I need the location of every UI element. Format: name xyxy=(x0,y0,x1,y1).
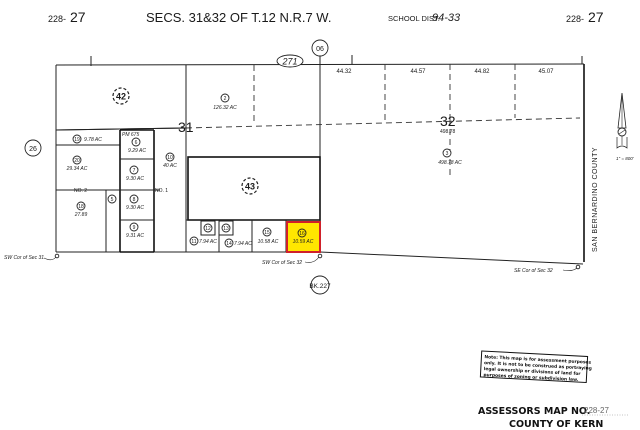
lot-3-acres: 44.82 xyxy=(474,69,490,75)
svg-text:only. It is not to be construe: only. It is not to be construed as portr… xyxy=(484,360,592,372)
svg-text:5: 5 xyxy=(111,197,114,203)
map-title: SECS. 31&32 OF T.12 N.R.7 W. xyxy=(146,10,331,25)
no-1-label: NO. 1 xyxy=(155,188,168,194)
svg-text:3: 3 xyxy=(446,151,449,157)
svg-text:10: 10 xyxy=(167,155,173,161)
svg-text:7: 7 xyxy=(133,168,136,174)
north-page-circle xyxy=(311,39,329,57)
lot-4-acres: 45.07 xyxy=(538,69,554,75)
svg-text:20: 20 xyxy=(74,158,80,164)
svg-text:purposes of zoning or subdivis: purposes of zoning or subdivision law. xyxy=(483,372,579,383)
no-2-label: NO. 2 xyxy=(74,188,87,194)
parcel-3[interactable]: 3 498.78 AC xyxy=(438,148,462,166)
west-page-ref[interactable]: 26 xyxy=(29,146,37,153)
header: 228- 27 SECS. 31&32 OF T.12 N.R.7 W. SCH… xyxy=(48,9,604,25)
section-32-acres: 498.78 xyxy=(440,129,456,135)
parcel-10[interactable]: 10 40 AC xyxy=(163,152,177,169)
parcel-8[interactable]: 8 9.30 AC xyxy=(126,194,144,211)
parcel-13[interactable]: 13 xyxy=(221,223,231,233)
svg-text:15: 15 xyxy=(264,230,270,236)
map-number-left-prefix: 228- xyxy=(48,14,66,24)
road-ellipse xyxy=(276,54,304,68)
parcel-map-label: PM 675 xyxy=(122,132,139,138)
svg-text:10.58 AC: 10.58 AC xyxy=(258,239,279,245)
svg-text:16: 16 xyxy=(299,231,305,237)
svg-text:43: 43 xyxy=(245,182,255,192)
parcel-5[interactable]: 5 xyxy=(107,194,117,204)
county-name: COUNTY OF KERN xyxy=(509,419,603,430)
school-district-value: 94-33 xyxy=(432,12,461,24)
svg-text:6: 6 xyxy=(135,140,138,146)
parcel-2[interactable]: 2 126.32 AC xyxy=(213,93,237,111)
svg-text:8: 8 xyxy=(133,197,136,203)
parcel-18[interactable]: 18 27.89 xyxy=(74,201,88,218)
corner-labels: SW Cor of Sec 31 SW Cor of Sec 32 SE Cor… xyxy=(4,253,581,274)
parcel-43[interactable]: 43 xyxy=(241,177,259,195)
svg-text:40 AC: 40 AC xyxy=(163,163,177,169)
svg-text:Note: This map is for assessme: Note: This map is for assessment purpose… xyxy=(484,354,591,366)
svg-text:29.34 AC: 29.34 AC xyxy=(66,166,88,172)
svg-text:7.94 AC: 7.94 AC xyxy=(234,241,252,247)
svg-text:18: 18 xyxy=(78,204,84,210)
parcel-15[interactable]: 15 10.58 AC xyxy=(258,227,279,245)
svg-text:9.30 AC: 9.30 AC xyxy=(126,176,144,182)
svg-text:7.94 AC: 7.94 AC xyxy=(199,239,217,245)
lot-1-acres: 44.32 xyxy=(336,69,352,75)
parcel-6[interactable]: PM 675 6 9.29 AC xyxy=(122,132,146,154)
parcel-9[interactable]: 9 9.31 AC xyxy=(126,222,144,239)
se-corner-sec-32: SE Cor of Sec 32 xyxy=(514,268,553,274)
map-number-left-suffix: 27 xyxy=(70,9,86,25)
scale-label: 1" = 800' xyxy=(616,156,634,161)
disclaimer-note: Note: This map is for assessment purpose… xyxy=(479,350,592,383)
map-number-right-prefix: 228- xyxy=(566,14,584,24)
sw-corner-sec-32: SW Cor of Sec 32 xyxy=(262,260,302,266)
footer-title: ASSESSORS MAP NO. 228-27 COUNTY OF KERN xyxy=(478,406,628,430)
svg-text:legal ownership or divisions o: legal ownership or divisions of land for xyxy=(484,366,582,377)
parcel-11[interactable]: 11 7.94 AC xyxy=(189,236,217,246)
section-31-parcels xyxy=(55,65,187,253)
svg-text:14: 14 xyxy=(226,241,232,247)
road-number: 271 xyxy=(281,57,297,67)
parcel-7[interactable]: 7 9.30 AC xyxy=(126,165,144,182)
section-32-label: 32 xyxy=(440,113,456,129)
north-arrow-icon xyxy=(616,92,628,149)
svg-text:10.59 AC: 10.59 AC xyxy=(293,239,314,245)
west-page-circle xyxy=(24,139,42,157)
parcel-14[interactable]: 14 7.94 AC xyxy=(224,238,252,248)
parcel-20[interactable]: 20 29.34 AC xyxy=(66,155,88,172)
svg-text:9.31 AC: 9.31 AC xyxy=(126,233,144,239)
section-32-parcels xyxy=(186,156,321,252)
svg-text:9: 9 xyxy=(133,225,136,231)
svg-text:11: 11 xyxy=(191,239,196,245)
parcel-16[interactable]: 16 10.59 AC xyxy=(293,228,314,245)
svg-text:13: 13 xyxy=(223,226,229,232)
svg-text:498.78 AC: 498.78 AC xyxy=(438,160,462,166)
assessors-map-label: ASSESSORS MAP NO. xyxy=(478,406,590,417)
south-book-ref[interactable]: BK.227 xyxy=(309,283,331,290)
svg-text:126.32 AC: 126.32 AC xyxy=(213,105,237,111)
svg-text:9.30 AC: 9.30 AC xyxy=(126,205,144,211)
svg-text:42: 42 xyxy=(116,92,126,102)
county-line-label: SAN BERNARDINO COUNTY xyxy=(592,147,599,252)
parcel-42[interactable]: 42 xyxy=(112,87,130,105)
svg-text:9.78 AC: 9.78 AC xyxy=(84,137,102,143)
parcel-19[interactable]: 19 9.78 AC xyxy=(72,134,102,144)
sw-corner-sec-31: SW Cor of Sec 31 xyxy=(4,255,44,261)
parcel-12[interactable]: 12 xyxy=(203,223,213,233)
lot-2-acres: 44.57 xyxy=(410,69,426,75)
south-book-circle xyxy=(310,275,330,295)
adjacent-map-refs: 06 271 26 BK.227 xyxy=(24,39,331,295)
svg-text:19: 19 xyxy=(74,137,80,143)
assessors-map-value: 228-27 xyxy=(584,406,609,415)
map-number-right-suffix: 27 xyxy=(588,9,604,25)
svg-text:12: 12 xyxy=(205,226,211,232)
section-31-label: 31 xyxy=(178,119,194,135)
north-page-ref[interactable]: 06 xyxy=(316,46,324,53)
svg-text:27.89: 27.89 xyxy=(74,212,88,218)
svg-text:2: 2 xyxy=(224,96,227,102)
svg-text:9.29 AC: 9.29 AC xyxy=(128,148,146,154)
school-district-label: SCHOOL DIST. xyxy=(388,14,440,23)
